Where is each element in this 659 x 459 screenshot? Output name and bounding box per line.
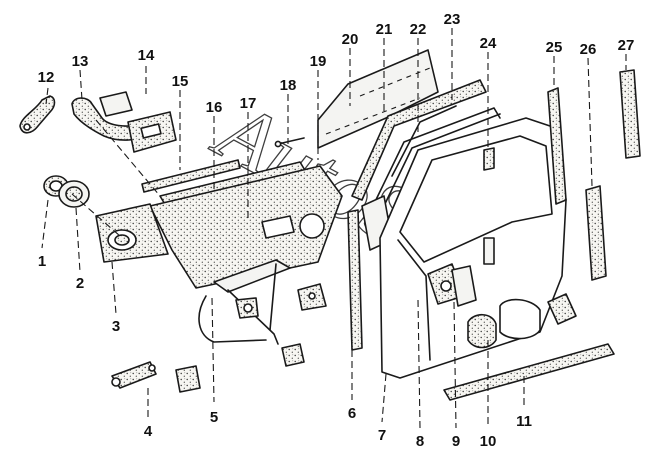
callout-18: 18 [280, 77, 297, 94]
callout-23: 23 [444, 11, 461, 28]
callout-25: 25 [546, 39, 563, 56]
part-4-check-strap [111, 361, 157, 389]
part-27-seal [619, 69, 641, 159]
part-3-speaker-panel [95, 203, 169, 263]
part-2-bezel [58, 180, 90, 208]
callout-12: 12 [38, 69, 55, 86]
part-25-weatherstrip [547, 87, 567, 205]
callout-13: 13 [72, 53, 89, 70]
part-17-door-trim-panel [149, 165, 343, 289]
callout-labels: 1 2 3 4 5 6 7 8 9 10 11 12 13 14 15 16 1… [38, 11, 635, 450]
part-hinge-lower [175, 343, 305, 393]
callout-15: 15 [172, 73, 189, 90]
callout-16: 16 [206, 99, 223, 116]
part-9-latch [451, 265, 477, 307]
part-11-belt-molding [443, 343, 615, 401]
part-18-screw [274, 137, 305, 148]
part-10-mirror [467, 293, 577, 349]
part-20-vent-glass [317, 49, 439, 149]
callout-26: 26 [580, 41, 597, 58]
part-15-trim-strip [141, 159, 241, 193]
part-5-window-regulator [198, 259, 291, 345]
part-26-weatherstrip [585, 185, 607, 281]
part-23-glass-run [391, 105, 457, 177]
callout-10: 10 [480, 433, 497, 450]
callout-4: 4 [144, 423, 153, 440]
callout-20: 20 [342, 31, 359, 48]
callout-5: 5 [210, 409, 218, 426]
callout-19: 19 [310, 53, 327, 70]
callout-1: 1 [38, 253, 46, 270]
part-21-window-channel [351, 79, 487, 201]
part-14-handle-housing [99, 91, 177, 153]
callout-14: 14 [138, 47, 155, 64]
callout-7: 7 [378, 427, 386, 444]
callout-3: 3 [112, 318, 120, 335]
callout-11: 11 [516, 413, 532, 430]
part-22-window-frame [371, 107, 501, 211]
callout-21: 21 [376, 21, 393, 38]
callout-8: 8 [416, 433, 424, 450]
part-12-bracket [19, 95, 56, 134]
part-24-striker [483, 147, 495, 171]
callout-9: 9 [452, 433, 460, 450]
part-hinge-upper [297, 283, 327, 311]
callout-6: 6 [348, 405, 356, 422]
callout-2: 2 [76, 275, 84, 292]
callout-24: 24 [480, 35, 497, 52]
callout-27: 27 [618, 37, 635, 54]
leader-lines [41, 28, 627, 429]
callout-17: 17 [240, 95, 257, 112]
callout-22: 22 [410, 21, 427, 38]
